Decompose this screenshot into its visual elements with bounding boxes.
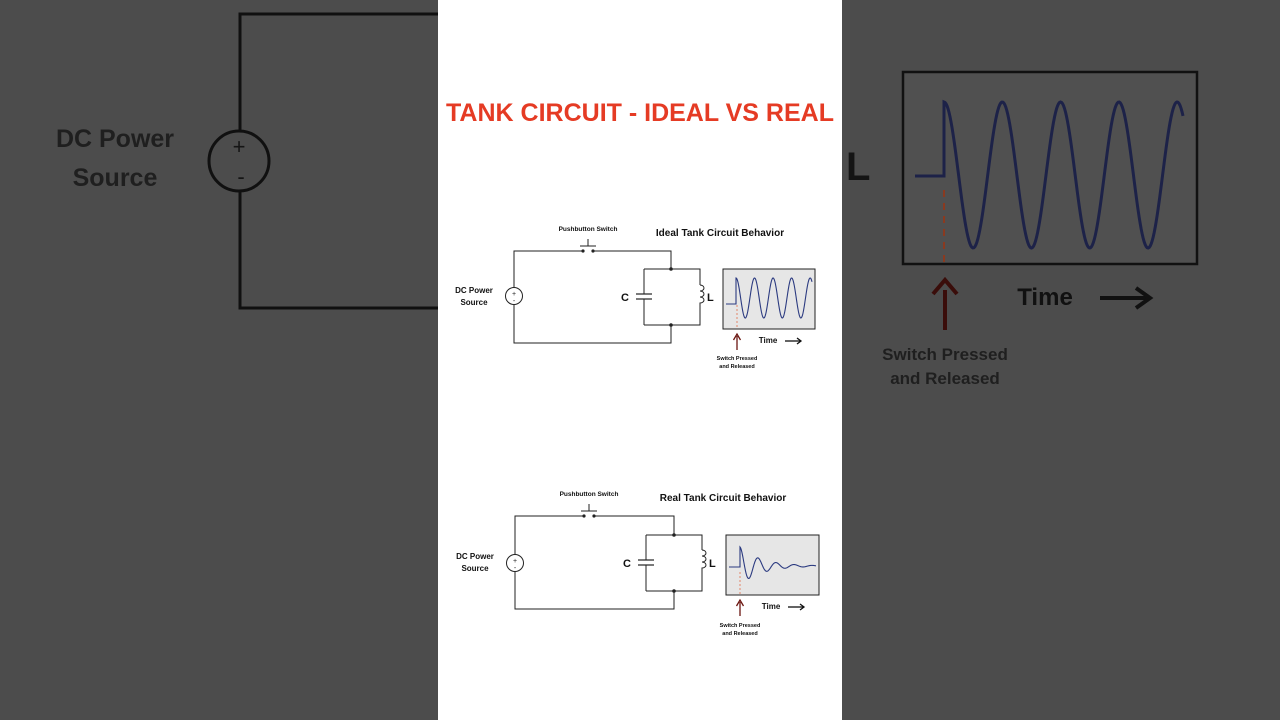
real-time-arrow [788,603,806,611]
background-switch-label-2: and Released [890,369,1000,388]
background-source-label-2: Source [73,164,158,192]
background-inductor-label: L [846,145,870,189]
real-time-label: Time [762,602,781,611]
background-switch-arrow [931,276,959,330]
real-pushbutton-switch [581,504,597,518]
ideal-junction-dots [669,267,673,327]
real-section: Real Tank Circuit Behavior Pushbutton Sw… [456,491,820,637]
ideal-switch-label-2: and Released [719,364,754,370]
ideal-pushbutton-switch [580,239,596,253]
ideal-section: Ideal Tank Circuit Behavior Pushbutton S… [455,226,816,370]
real-oscilloscope [725,534,820,596]
real-source-label-2: Source [461,564,489,573]
ideal-switch-label: Pushbutton Switch [559,226,618,233]
real-junction-dots [672,533,676,593]
svg-text:-: - [514,565,517,572]
real-heading: Real Tank Circuit Behavior [660,493,787,504]
page-title: TANK CIRCUIT - IDEAL VS REAL [446,99,834,127]
ideal-heading: Ideal Tank Circuit Behavior [656,228,784,239]
ideal-waveform [726,277,813,319]
svg-text:+: + [233,134,246,159]
ideal-switch-arrow [732,332,742,350]
svg-text:+: + [512,291,516,298]
background-circuit [207,12,440,310]
background-source-symbol [207,129,271,193]
real-waveform [729,545,817,580]
real-inductor-symbol [701,549,707,571]
ideal-switch-label-1: Switch Pressed [717,356,758,362]
ideal-inductor-symbol [699,284,705,306]
real-switch-label: Pushbutton Switch [560,491,619,498]
ideal-source-label-2: Source [460,298,488,307]
svg-text:-: - [237,164,244,189]
content-panel [438,0,842,720]
background-source-label-1: DC Power [56,125,174,153]
ideal-capacitor-label: C [621,292,629,304]
real-circuit-wires [514,515,703,610]
ideal-circuit-wires [513,250,701,344]
ideal-time-arrow [785,337,803,345]
real-dc-source-symbol: + - [506,554,524,572]
ideal-time-label: Time [759,336,778,345]
real-inductor-label: L [709,558,716,570]
background-switch-label-1: Switch Pressed [882,345,1008,364]
ideal-dc-source-symbol: + - [505,287,523,305]
background-time-label: Time [1017,284,1073,311]
ideal-capacitor-symbol [636,293,652,300]
background-time-arrow [1100,286,1154,310]
background-waveform [915,99,1185,250]
real-capacitor-label: C [623,558,631,570]
ideal-oscilloscope [722,268,816,330]
real-switch-arrow [735,598,745,616]
background-scope [901,70,1199,266]
real-source-label-1: DC Power [456,552,494,561]
ideal-inductor-label: L [707,292,714,304]
ideal-source-label-1: DC Power [455,286,493,295]
svg-text:+: + [513,558,517,565]
svg-text:-: - [513,298,516,305]
real-capacitor-symbol [638,559,654,566]
real-switch-label-2: and Released [722,631,757,637]
real-switch-label-1: Switch Pressed [720,623,761,629]
